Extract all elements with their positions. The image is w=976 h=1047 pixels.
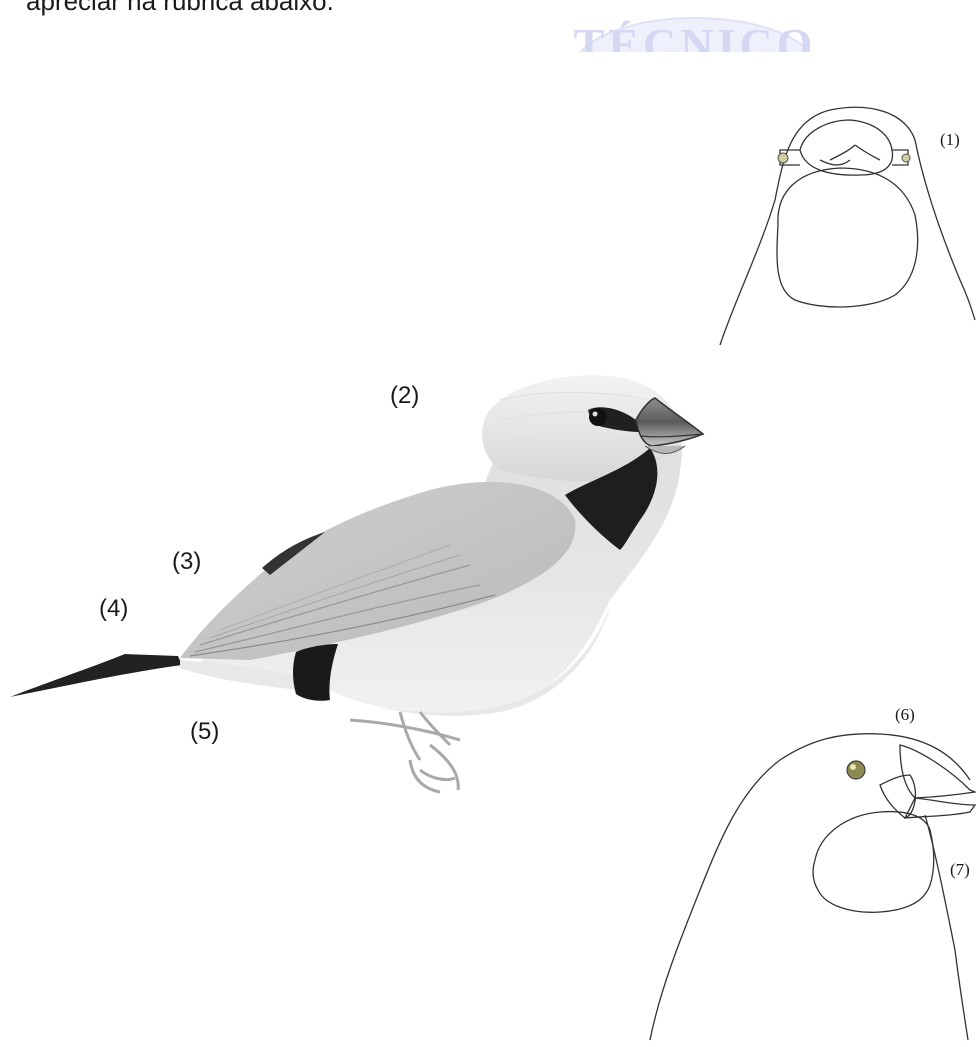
- front-head-sketch: [720, 107, 975, 345]
- front-sketch-eye-right: [902, 154, 910, 162]
- eye: [589, 408, 607, 426]
- label-6: (6): [895, 705, 915, 725]
- side-head-sketch: [650, 734, 975, 1040]
- label-2: (2): [390, 382, 419, 410]
- feet: [350, 712, 460, 792]
- front-sketch-eye-left: [778, 153, 788, 163]
- label-7: (7): [950, 860, 970, 880]
- label-4: (4): [99, 595, 128, 623]
- tail: [10, 654, 182, 697]
- label-3: (3): [172, 548, 201, 576]
- label-5: (5): [190, 718, 219, 746]
- side-sketch-eye: [847, 761, 865, 779]
- label-1: (1): [940, 130, 960, 150]
